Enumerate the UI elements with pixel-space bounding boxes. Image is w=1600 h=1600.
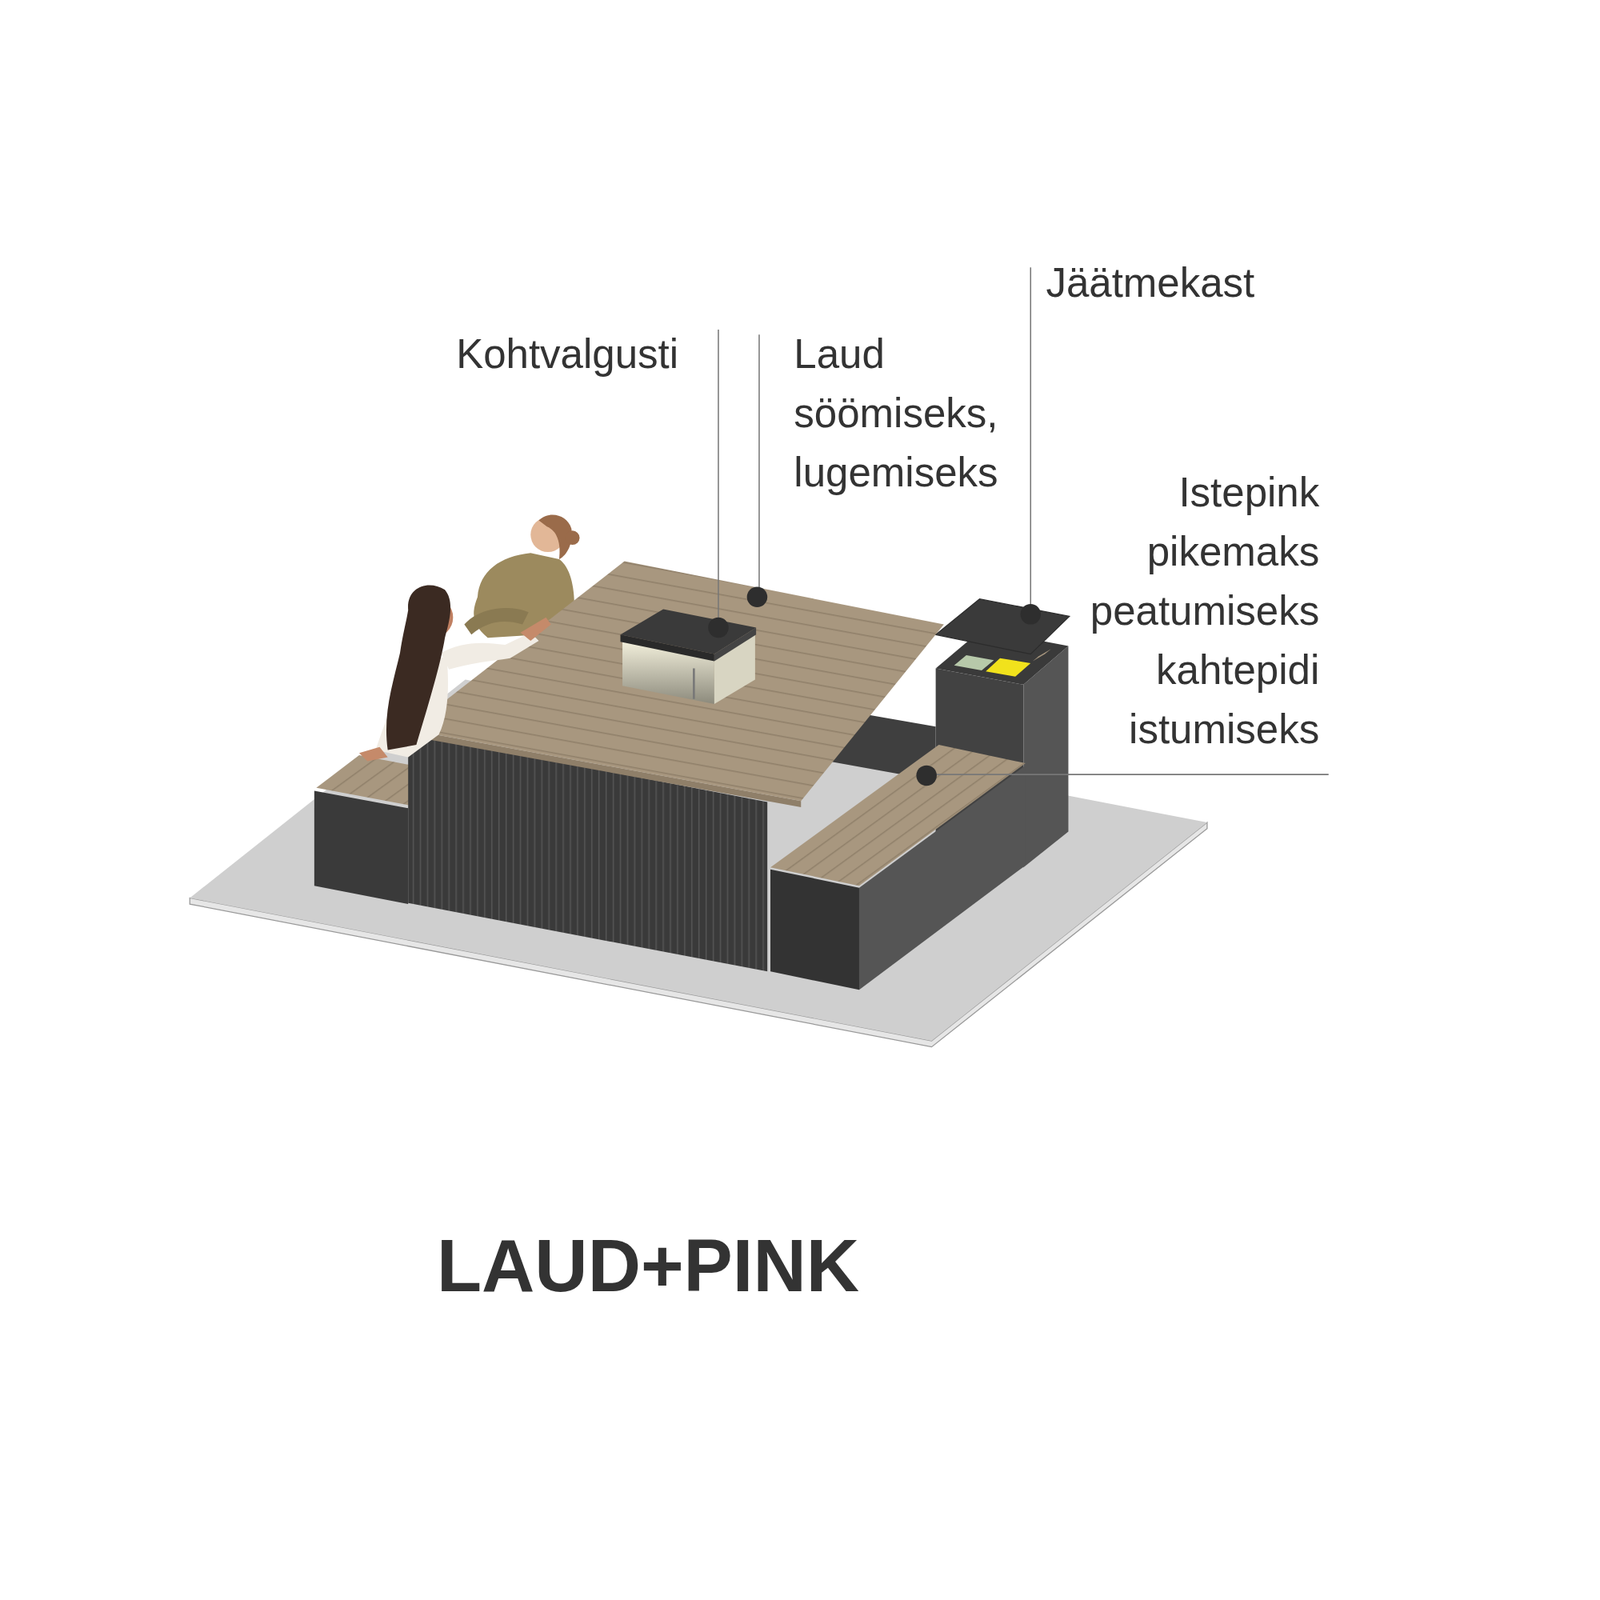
diagram-title: LAUD+PINK — [436, 1221, 860, 1310]
leader-dots — [708, 586, 1041, 786]
bin-slot-yellow — [985, 658, 1031, 677]
right-bench-front — [770, 869, 860, 991]
leader-line — [1029, 267, 1032, 612]
leader-dot — [1020, 604, 1042, 625]
person-front — [359, 585, 552, 762]
bin-slot-green — [954, 655, 995, 671]
leader-line — [758, 334, 760, 594]
leader-line — [717, 329, 720, 625]
callout-label: Kohtvalgusti — [456, 324, 679, 384]
bin-lid — [936, 599, 1070, 655]
leader-dot — [747, 586, 768, 608]
leader-lines — [718, 267, 1329, 775]
bin-side — [1023, 645, 1068, 868]
spot-lamp — [620, 608, 757, 704]
bin-slot-wood — [1032, 648, 1052, 661]
leader-line — [926, 773, 1329, 776]
table-top — [408, 561, 944, 802]
leader-dot — [916, 765, 937, 787]
callout-label: Istepink pikemaks peatumiseks kahtepidi … — [1090, 462, 1320, 759]
callout-label: Laud söömiseks, lugemiseks — [793, 324, 998, 503]
callout-label: Jäätmekast — [1045, 252, 1255, 312]
leader-dot — [708, 617, 729, 639]
left-bench-front — [314, 791, 408, 905]
